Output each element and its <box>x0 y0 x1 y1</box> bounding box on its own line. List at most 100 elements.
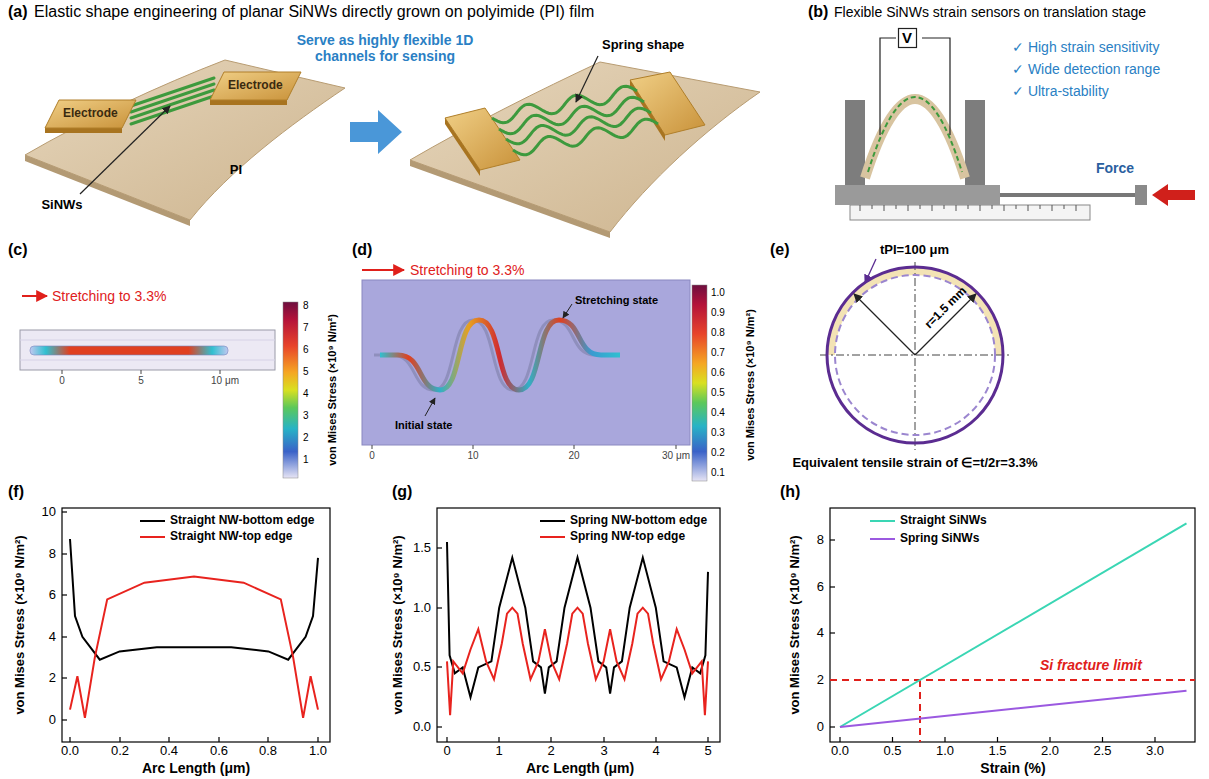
meter-outline <box>899 29 917 48</box>
axis-title: von Mises Stress (×10⁹ N/m²) <box>391 535 406 714</box>
translation-stage <box>835 185 1000 205</box>
chart-curves <box>919 680 921 742</box>
panel-letter: (e) <box>770 241 790 259</box>
tick-label: 2.0 <box>1041 744 1059 759</box>
colorbar-tick: 0.3 <box>711 427 725 439</box>
colorbar-tick: 0.4 <box>711 407 725 419</box>
straight-nw-simulation <box>62 370 220 374</box>
tick-mark <box>944 737 945 742</box>
tick-label: 4 <box>817 626 824 641</box>
legend-text: Straight SiNWs <box>900 514 987 528</box>
pi-film-spring <box>576 56 598 102</box>
tick-mark <box>830 539 835 540</box>
colorbar-tick: 0.2 <box>711 447 725 459</box>
electrode-label: Electrode <box>228 79 283 93</box>
spring-nw-simulation <box>362 280 690 445</box>
electrode-label: Electrode <box>63 107 118 121</box>
electrode-top <box>45 100 136 128</box>
tick-mark <box>830 586 835 587</box>
tick-label: 0.4 <box>160 744 178 759</box>
colorbar-tick: 3 <box>303 410 309 422</box>
tick-label: 1.5 <box>413 541 431 556</box>
translation-stage <box>1152 184 1195 206</box>
axis-title: Arc Length (μm) <box>526 760 634 776</box>
translation-stage <box>1135 185 1147 205</box>
tick-mark <box>69 737 70 742</box>
chart-frames <box>62 508 1195 742</box>
tick-label: 10 <box>42 505 56 520</box>
tick-mark <box>62 594 67 595</box>
panel-title: Flexible SiNWs strain sensors on transla… <box>834 4 1146 20</box>
tick-label: 3 <box>600 744 607 759</box>
pi-film-flat <box>131 96 214 124</box>
straight-nw-simulation <box>20 330 275 370</box>
legend-text: Spring NW-bottom edge <box>570 514 707 528</box>
pi-film-spring <box>445 118 480 176</box>
tick-mark <box>498 737 499 742</box>
colorbar-tick: 4 <box>303 388 309 400</box>
tick-label: 8 <box>49 547 56 562</box>
legend-text: Spring SiNWs <box>900 532 979 546</box>
chart-curves <box>70 523 1195 742</box>
force-label: Force <box>1096 160 1134 176</box>
tick-label: 0 <box>49 713 56 728</box>
legend-line <box>870 538 895 540</box>
tick-mark <box>707 737 708 742</box>
tick-label: 0.2 <box>111 744 129 759</box>
tick-mark <box>317 737 318 742</box>
tick-label: 6 <box>49 588 56 603</box>
tick-mark <box>997 737 998 742</box>
colorbar-tick: 2 <box>303 432 309 444</box>
tick-mark <box>267 737 268 742</box>
tick-mark <box>119 737 120 742</box>
axis-title: von Mises Stress (×10⁹ N/m²) <box>13 535 28 714</box>
colorbar-tick: 0.8 <box>711 327 725 339</box>
tick-mark <box>62 636 67 637</box>
tick-mark <box>168 737 169 742</box>
straight-nw-simulation <box>30 346 228 355</box>
pi-film-spring <box>410 56 760 238</box>
tick-label: 0.5 <box>413 660 431 675</box>
spring-nw-simulation <box>362 269 404 271</box>
electrode-side <box>210 100 287 105</box>
spring-nw-simulation <box>563 304 572 318</box>
equation-label: Equivalent tensile strain of ∈=t/2r=3.3% <box>792 456 1037 471</box>
tick-label: 1.0 <box>309 744 327 759</box>
pi-film-spring <box>410 160 610 238</box>
threshold-label: Si fracture limit <box>1040 657 1142 673</box>
colorbar-tick: 1 <box>303 454 309 466</box>
legend-line <box>540 536 565 538</box>
voltmeter-box: V <box>898 28 916 47</box>
panel-title: Elastic shape engineering of planar SiNW… <box>34 3 594 21</box>
tick-label: 0 <box>443 744 450 759</box>
tick-label: 8 <box>817 533 824 548</box>
chart-curves <box>70 577 318 718</box>
colorbar-tick: 0.5 <box>711 387 725 399</box>
colorbar-tick: 7 <box>303 322 309 334</box>
callout-label: PI <box>230 163 242 178</box>
tick-mark <box>892 737 893 742</box>
tick-mark <box>446 737 447 742</box>
tick-label: 5 <box>138 375 144 387</box>
annotation: Stretching to 3.3% <box>410 262 524 278</box>
tick-label: 1.0 <box>413 601 431 616</box>
straight-nw-simulation <box>20 296 298 478</box>
tick-label: 2 <box>547 744 554 759</box>
panel-letter: (f) <box>8 483 24 501</box>
tick-mark <box>1049 737 1050 742</box>
legend-text: Straight NW-bottom edge <box>170 514 314 528</box>
tick-mark <box>218 737 219 742</box>
translation-stage <box>880 38 896 135</box>
annotation: Stretching to 3.3% <box>52 288 166 304</box>
axis-title: Arc Length (μm) <box>142 760 250 776</box>
pi-film-flat <box>131 90 214 118</box>
colorbar-tick: 0.7 <box>711 347 725 359</box>
tick-label: 1.5 <box>988 744 1006 759</box>
tick-mark <box>437 666 442 667</box>
tick-label: 4 <box>652 744 659 759</box>
tick-label: 5 <box>704 744 711 759</box>
legend-text: Straight NW-top edge <box>170 530 292 544</box>
tick-label: 2 <box>49 671 56 686</box>
panel-letter: (d) <box>352 241 372 259</box>
